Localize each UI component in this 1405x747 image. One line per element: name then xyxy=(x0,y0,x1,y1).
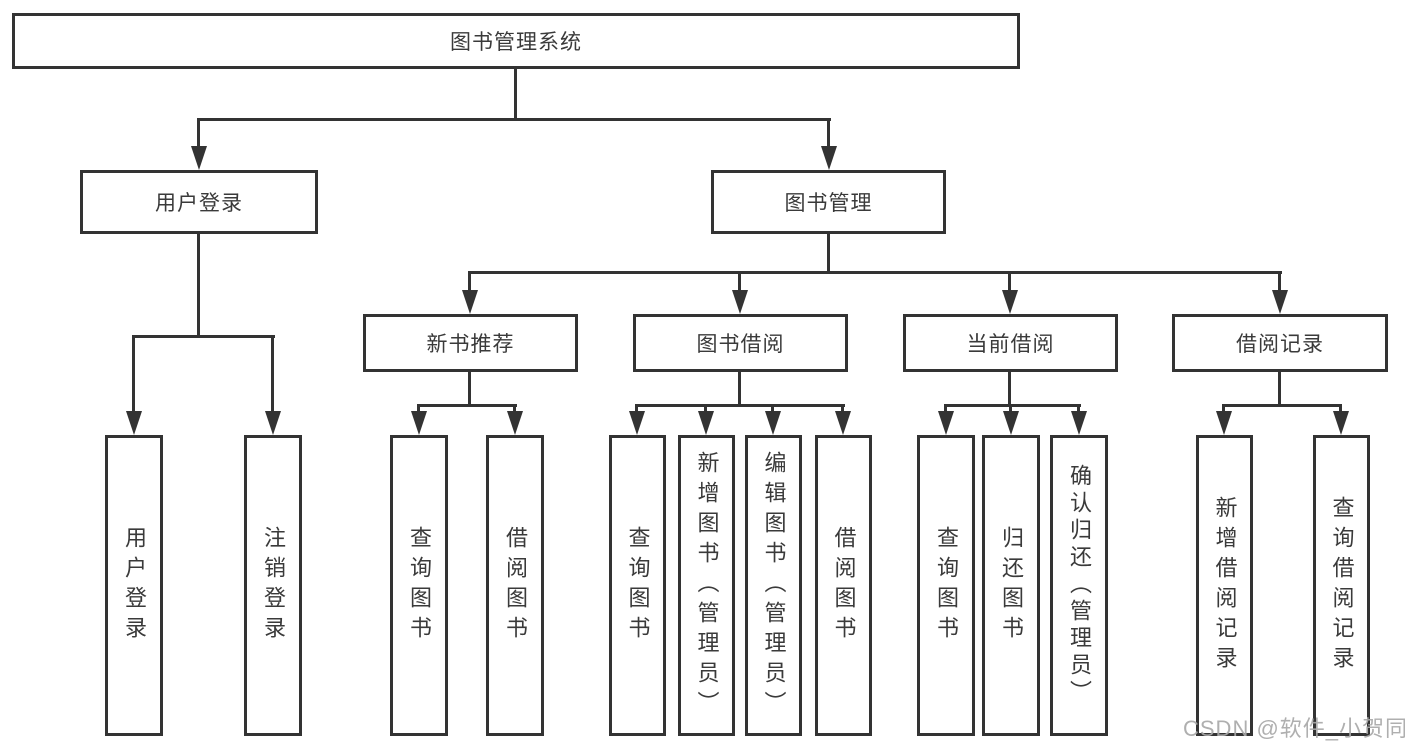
connector-line xyxy=(771,404,774,414)
arrowhead-icon xyxy=(411,411,427,435)
connector-line xyxy=(271,335,274,415)
connector-line xyxy=(514,68,517,118)
leaf-add-borrow-record: 新增借阅记录 xyxy=(1196,435,1253,736)
arrowhead-icon xyxy=(462,290,478,314)
arrowhead-icon xyxy=(821,146,837,170)
connector-line xyxy=(1077,404,1080,414)
csdn-watermark: CSDN @软件_小贺同学 xyxy=(1183,716,1405,741)
connector-line xyxy=(738,271,741,293)
node-library-system-label: 图书管理系统 xyxy=(450,31,582,54)
node-user-login: 用户登录 xyxy=(80,170,318,234)
leaf-borrow-books-1: 借阅图书 xyxy=(486,435,544,736)
connector-line xyxy=(827,118,830,148)
leaf-confirm-return-admin: 确认归还（管理员） xyxy=(1050,435,1108,736)
leaf-borrow-books-2: 借阅图书 xyxy=(815,435,872,736)
leaf-user-login-label: 用户登录 xyxy=(122,525,147,646)
node-new-book-recommend-label: 新书推荐 xyxy=(426,333,515,356)
connector-line xyxy=(635,404,638,414)
leaf-query-books-2-label: 查询图书 xyxy=(625,525,651,646)
connector-line xyxy=(1278,372,1281,406)
leaf-query-books-3-label: 查询图书 xyxy=(934,525,959,646)
leaf-borrow-books-1-label: 借阅图书 xyxy=(503,525,528,646)
connector-line xyxy=(417,404,420,414)
connector-line xyxy=(1222,404,1342,407)
leaf-query-books-3: 查询图书 xyxy=(917,435,975,736)
connector-line xyxy=(417,404,517,407)
connector-line xyxy=(468,271,1282,274)
leaf-add-book-admin-label: 新增图书（管理员） xyxy=(694,450,720,721)
connector-line xyxy=(198,118,831,121)
node-borrow-records: 借阅记录 xyxy=(1172,314,1388,372)
connector-line xyxy=(197,234,200,335)
arrowhead-icon xyxy=(698,411,714,435)
node-library-system: 图书管理系统 xyxy=(12,13,1020,69)
leaf-logout-label: 注销登录 xyxy=(261,525,286,646)
node-user-login-label: 用户登录 xyxy=(155,192,243,215)
leaf-query-books-1-label: 查询图书 xyxy=(407,525,432,646)
connector-line xyxy=(1008,372,1011,406)
node-current-borrow-label: 当前借阅 xyxy=(966,333,1055,356)
connector-line xyxy=(635,404,845,407)
node-book-management-label: 图书管理 xyxy=(784,192,873,215)
node-book-borrow-label: 图书借阅 xyxy=(696,333,785,356)
node-book-borrow: 图书借阅 xyxy=(633,314,848,372)
arrowhead-icon xyxy=(1272,290,1288,314)
arrowhead-icon xyxy=(1333,411,1349,435)
leaf-logout: 注销登录 xyxy=(244,435,302,736)
arrowhead-icon xyxy=(938,411,954,435)
arrowhead-icon xyxy=(265,411,281,435)
leaf-query-borrow-record: 查询借阅记录 xyxy=(1313,435,1370,736)
connector-line xyxy=(738,372,741,406)
leaf-query-books-2: 查询图书 xyxy=(609,435,666,736)
arrowhead-icon xyxy=(1002,290,1018,314)
leaf-user-login: 用户登录 xyxy=(105,435,163,736)
arrowhead-icon xyxy=(732,290,748,314)
connector-line xyxy=(841,404,844,414)
arrowhead-icon xyxy=(507,411,523,435)
arrowhead-icon xyxy=(1071,411,1087,435)
arrowhead-icon xyxy=(1216,411,1232,435)
connector-line xyxy=(468,271,471,293)
arrowhead-icon xyxy=(191,146,207,170)
connector-line xyxy=(133,335,275,338)
connector-line xyxy=(704,404,707,414)
node-current-borrow: 当前借阅 xyxy=(903,314,1118,372)
connector-line xyxy=(1009,404,1012,414)
arrowhead-icon xyxy=(765,411,781,435)
connector-line xyxy=(944,404,1081,407)
connector-line xyxy=(132,335,135,415)
node-book-management: 图书管理 xyxy=(711,170,946,234)
leaf-edit-book-admin: 编辑图书（管理员） xyxy=(745,435,802,736)
connector-line xyxy=(468,372,471,406)
leaf-confirm-return-admin-label: 确认归还（管理员） xyxy=(1067,464,1092,707)
connector-line xyxy=(513,404,516,414)
arrowhead-icon xyxy=(126,411,142,435)
connector-line xyxy=(1339,404,1342,414)
leaf-borrow-books-2-label: 借阅图书 xyxy=(831,525,857,646)
arrowhead-icon xyxy=(1003,411,1019,435)
connector-line xyxy=(944,404,947,414)
leaf-query-books-1: 查询图书 xyxy=(390,435,448,736)
connector-line xyxy=(1008,271,1011,293)
node-new-book-recommend: 新书推荐 xyxy=(363,314,578,372)
arrowhead-icon xyxy=(835,411,851,435)
node-borrow-records-label: 借阅记录 xyxy=(1236,333,1324,356)
leaf-return-book: 归还图书 xyxy=(982,435,1040,736)
leaf-query-borrow-record-label: 查询借阅记录 xyxy=(1329,495,1355,676)
arrowhead-icon xyxy=(629,411,645,435)
connector-line xyxy=(1278,271,1281,293)
leaf-return-book-label: 归还图书 xyxy=(999,525,1024,646)
connector-line xyxy=(197,118,200,148)
leaf-add-borrow-record-label: 新增借阅记录 xyxy=(1212,495,1238,676)
leaf-edit-book-admin-label: 编辑图书（管理员） xyxy=(761,450,787,721)
connector-line xyxy=(827,234,830,273)
leaf-add-book-admin: 新增图书（管理员） xyxy=(678,435,735,736)
connector-line xyxy=(1222,404,1225,414)
